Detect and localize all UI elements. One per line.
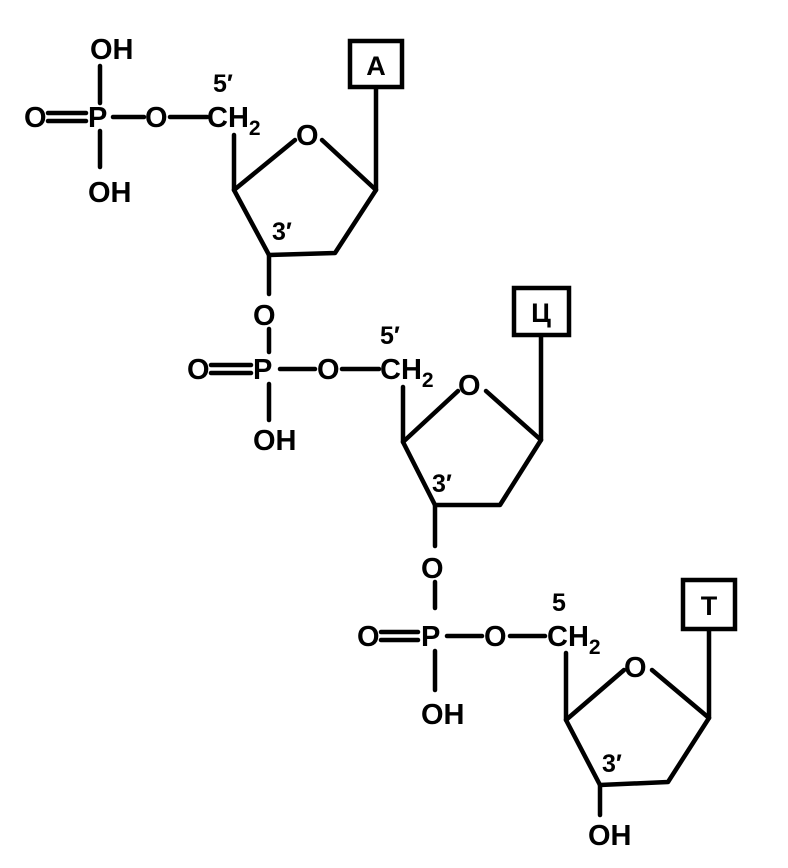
ring-bonds-1 bbox=[231, 137, 379, 258]
phosphate-3-double-o: O bbox=[357, 621, 380, 653]
phosphate-3-p: P bbox=[421, 621, 440, 653]
phosphate-group-2: O O P O OH bbox=[187, 300, 382, 457]
ring-oxygen-3: O bbox=[624, 652, 647, 684]
label-5prime-3: 5 bbox=[552, 589, 566, 617]
phosphate-1-double-o: O bbox=[24, 102, 47, 134]
base-3: Т bbox=[680, 577, 738, 632]
phosphate-1-oh-bottom: OH bbox=[88, 177, 132, 209]
base-1: А bbox=[347, 38, 405, 90]
ch2-1: CH2 bbox=[207, 102, 261, 140]
phosphate-1-p: P bbox=[88, 102, 107, 134]
ring-bonds-3 bbox=[563, 667, 712, 788]
phosphate-1-oh-top: OH bbox=[90, 34, 134, 66]
nucleotide-1: OH O P O OH 5′ CH2 O 3′ А bbox=[24, 34, 405, 297]
phosphate-1-ester-o: O bbox=[145, 102, 168, 134]
bridge-oxygen-2: O bbox=[253, 300, 276, 332]
ch2-2: CH2 bbox=[380, 354, 434, 392]
phosphate-group-1: OH O P O OH bbox=[24, 34, 210, 209]
bridge-oxygen-3: O bbox=[421, 553, 444, 585]
sugar-2: 5′ CH2 O 3′ bbox=[380, 322, 544, 549]
ch2-3: CH2 bbox=[547, 621, 601, 659]
phosphate-3-ester-o: O bbox=[484, 621, 507, 653]
phosphate-3-oh-bottom: OH bbox=[421, 699, 465, 731]
base-box-1 bbox=[347, 38, 405, 90]
phosphate-group-3: O O P O OH bbox=[357, 553, 548, 731]
nucleotide-2: O O P O OH 5′ CH2 O 3′ Ц bbox=[187, 285, 572, 549]
base-label-2: Ц bbox=[531, 298, 551, 328]
base-label-3: Т bbox=[701, 591, 718, 621]
label-3prime-2: 3′ bbox=[432, 470, 452, 498]
ring-oxygen-1: O bbox=[296, 120, 319, 152]
phosphate-2-ester-o: O bbox=[317, 354, 340, 386]
ring-oxygen-2: O bbox=[458, 370, 481, 402]
base-box-3 bbox=[680, 577, 738, 632]
label-3prime-1: 3′ bbox=[272, 218, 292, 246]
sugar-3: 5 CH2 O 3′ OH bbox=[547, 589, 712, 852]
base-label-1: А bbox=[366, 51, 386, 81]
label-5prime-2: 5′ bbox=[380, 322, 400, 350]
label-5prime-1: 5′ bbox=[213, 70, 233, 98]
phosphate-2-oh-bottom: OH bbox=[253, 425, 297, 457]
sugar-1: 5′ CH2 O 3′ bbox=[207, 70, 379, 297]
label-3prime-3: 3′ bbox=[602, 750, 622, 778]
base-box-2 bbox=[511, 285, 572, 338]
terminal-oh: OH bbox=[588, 820, 632, 852]
ring-bonds-2 bbox=[400, 388, 544, 508]
phosphate-2-double-o: O bbox=[187, 354, 210, 386]
nucleotide-3: O O P O OH 5 CH2 O 3′ OH Т bbox=[357, 553, 738, 852]
base-2: Ц bbox=[511, 285, 572, 338]
phosphate-2-p: P bbox=[253, 354, 272, 386]
